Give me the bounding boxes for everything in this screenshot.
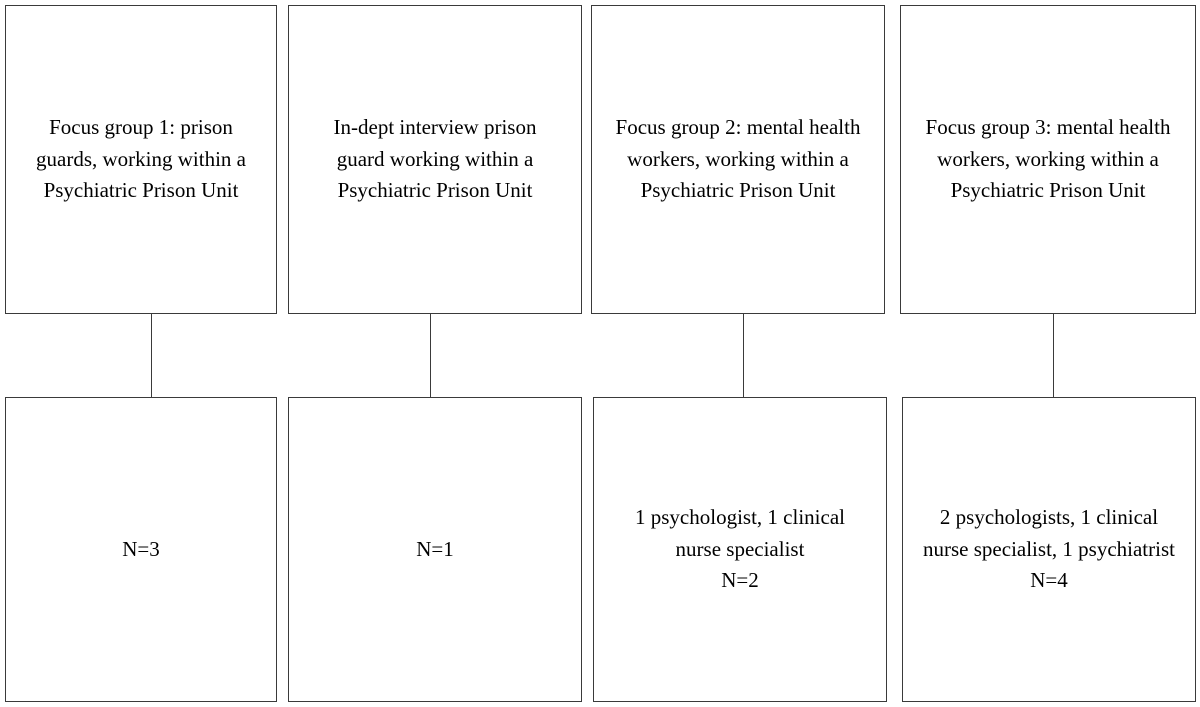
interview-sample-box: N=1	[288, 397, 582, 702]
connector-line-1	[151, 313, 152, 398]
focus-group-2-sample-box: 1 psychologist, 1 clinical nurse special…	[593, 397, 887, 702]
connector-line-3	[743, 313, 744, 398]
focus-group-2-title: Focus group 2: mental health workers, wo…	[615, 115, 861, 203]
focus-group-1-box: Focus group 1: prison guards, working wi…	[5, 5, 277, 314]
focus-group-3-box: Focus group 3: mental health workers, wo…	[900, 5, 1196, 314]
interview-count: N=1	[416, 536, 454, 561]
interview-title: In-dept interview prison guard working w…	[333, 115, 537, 203]
focus-group-2-box: Focus group 2: mental health workers, wo…	[591, 5, 885, 314]
focus-group-3-title: Focus group 3: mental health workers, wo…	[925, 115, 1171, 203]
focus-group-2-composition: 1 psychologist, 1 clinical nurse special…	[635, 505, 845, 561]
connector-line-2	[430, 313, 431, 398]
interview-box: In-dept interview prison guard working w…	[288, 5, 582, 314]
focus-group-1-count: N=3	[122, 536, 160, 561]
focus-group-3-count: N=4	[1030, 568, 1068, 593]
connector-line-4	[1053, 313, 1054, 398]
focus-group-3-sample-box: 2 psychologists, 1 clinical nurse specia…	[902, 397, 1196, 702]
focus-group-2-count: N=2	[721, 568, 759, 593]
focus-group-1-title: Focus group 1: prison guards, working wi…	[36, 115, 246, 203]
focus-group-3-composition: 2 psychologists, 1 clinical nurse specia…	[923, 505, 1175, 561]
focus-group-1-sample-box: N=3	[5, 397, 277, 702]
